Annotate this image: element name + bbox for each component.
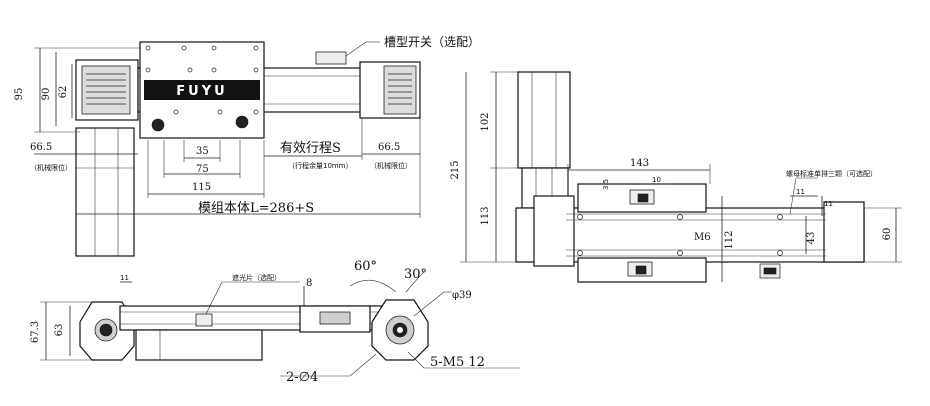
m6-label: M6 [694,232,711,243]
dia-39: φ39 [452,290,472,301]
angle-30: 30° [404,267,427,282]
mech-limit-right: （机械限位） [370,161,412,170]
dim-11-a: 11 [796,188,805,196]
dim-143: 143 [630,158,649,169]
dim-66-5-left: 66.5 [30,142,52,153]
end-view: 102 215 113 143 3.5 10 螺母标准单排三颗（可选配） 11 … [450,71,902,283]
holes-5: 5-M5 12 [430,355,485,370]
logo-text: FUYU [176,84,227,99]
dim-67-3: 67.3 [30,321,41,343]
dim-11-side: 11 [120,274,129,282]
dim-60: 60 [882,228,893,241]
dim-66-5-right: 66.5 [378,142,400,153]
mech-limit-left: （机械限位） [30,163,72,172]
dim-113: 113 [480,206,491,225]
slot-switch-label: 槽型开关（选配） [384,35,480,49]
slot-switch [315,51,347,65]
dim-11-b: 11 [824,200,833,208]
dim-102: 102 [480,112,491,131]
dim-112: 112 [724,230,735,249]
angle-60: 60° [354,259,377,274]
stroke-label: 有效行程S [280,141,341,156]
motor-housing [75,127,135,257]
nut-note: 螺母标准单排三颗（可选配） [786,169,877,178]
motor-vertical [517,71,571,169]
shield-note: 遮光片（选配） [232,273,281,282]
dim-90: 90 [41,88,52,101]
holes-2: 2-∅4 [286,370,318,385]
dim-215: 215 [450,160,461,179]
dim-95: 95 [14,88,25,101]
dim-43: 43 [806,232,817,245]
body-length-label: 模组本体L=286+S [198,201,314,216]
dim-62: 62 [58,86,69,99]
dim-35: 35 [196,146,209,157]
dim-3-5: 3.5 [602,179,610,190]
stroke-note: （行程余量10mm） [288,161,353,170]
dim-8: 8 [306,278,312,289]
dim-75: 75 [196,164,209,175]
dim-115: 115 [192,182,211,193]
dim-10: 10 [652,176,661,184]
front-view: 遮光片（选配） 67.3 63 11 8 60° 30° φ39 2-∅4 [30,259,520,385]
dim-63: 63 [54,324,65,337]
top-view: FUYU 槽型开关（选配） 95 90 62 66.5 [14,35,480,257]
